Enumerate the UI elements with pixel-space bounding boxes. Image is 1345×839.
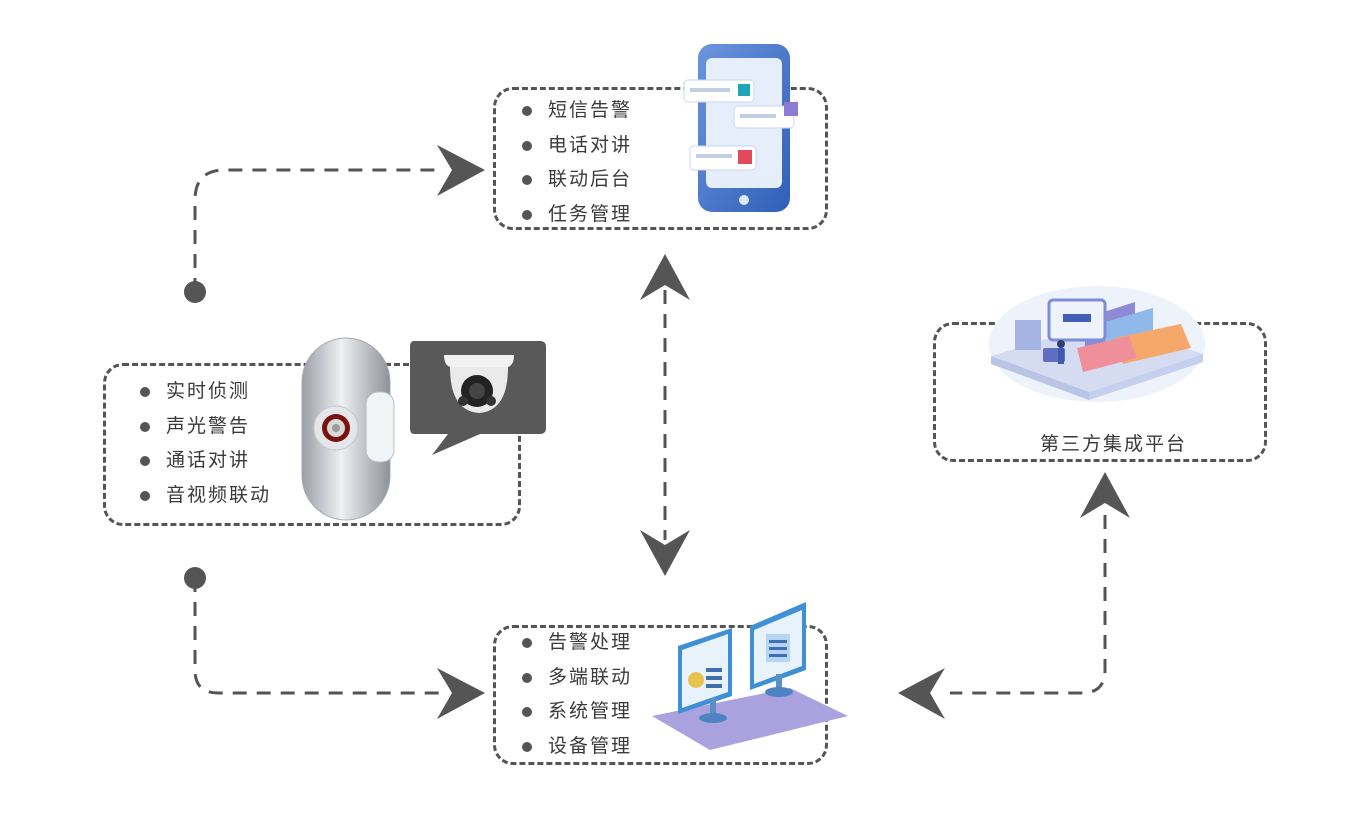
alarm-device-icon (301, 337, 395, 521)
platform-label: 第三方集成平台 (1040, 433, 1188, 455)
mobile-feature-list: 短信告警 电话对讲 联动后台 任务管理 (522, 93, 632, 231)
arrowhead-up-to-platform (1080, 472, 1130, 518)
connector-device-to-backend (193, 578, 440, 695)
connector-platform-backend (950, 515, 1107, 695)
connector-dot-bottom (184, 567, 206, 589)
list-item: 声光警告 (140, 409, 271, 444)
device-feature-list: 实时侦测 声光警告 通话对讲 音视频联动 (140, 374, 271, 512)
monitor-icon (652, 602, 848, 750)
connector-device-to-mobile (193, 168, 440, 292)
arrowhead-down-to-backend (640, 530, 690, 576)
mobile-box (493, 87, 828, 230)
list-item: 通话对讲 (140, 443, 271, 478)
arrowhead-left-to-backend (898, 668, 945, 719)
list-item: 告警处理 (522, 625, 632, 660)
arrowhead-up-to-mobile (640, 254, 690, 300)
list-item: 音视频联动 (140, 478, 271, 513)
list-item: 设备管理 (522, 729, 632, 764)
list-item: 任务管理 (522, 197, 632, 232)
smartphone-icon (683, 44, 798, 212)
list-item: 联动后台 (522, 162, 632, 197)
list-item: 多端联动 (522, 660, 632, 695)
backend-feature-list: 告警处理 多端联动 系统管理 设备管理 (522, 625, 632, 763)
list-item: 短信告警 (522, 93, 632, 128)
arrowhead-to-mobile (437, 145, 485, 196)
dome-camera-icon (410, 341, 546, 455)
list-item: 实时侦测 (140, 374, 271, 409)
connector-dot-top (184, 281, 206, 303)
backend-box (493, 625, 828, 765)
isometric-platform-icon (989, 286, 1205, 402)
list-item: 电话对讲 (522, 128, 632, 163)
list-item: 系统管理 (522, 694, 632, 729)
arrowhead-to-backend (437, 668, 485, 719)
